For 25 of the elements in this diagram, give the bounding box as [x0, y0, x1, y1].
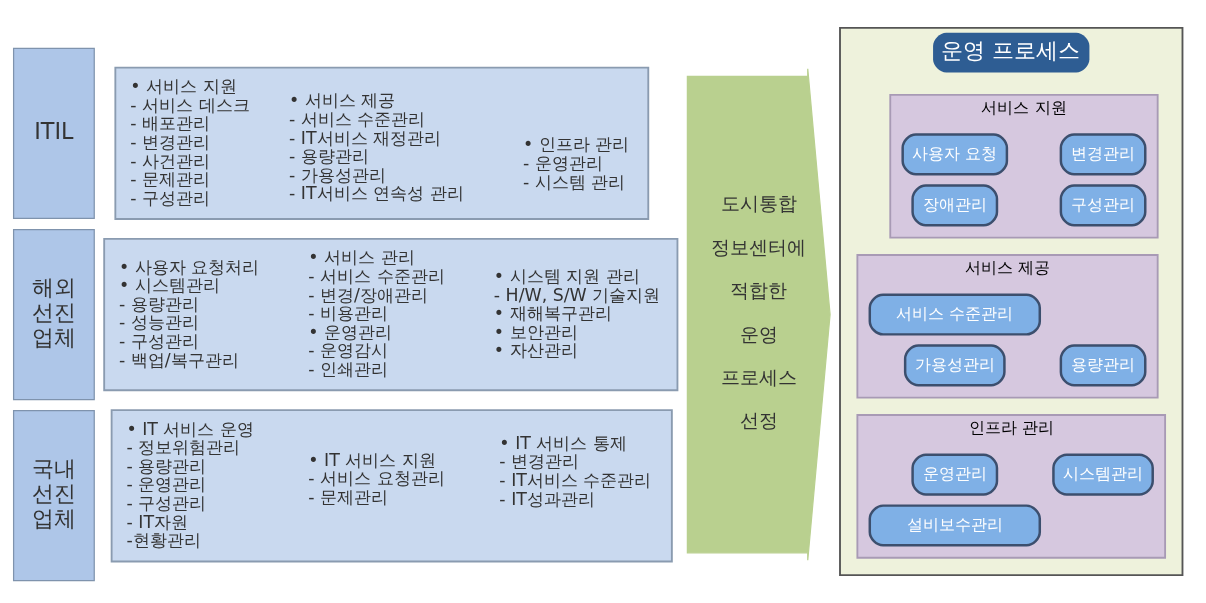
- node-text: • 서비스 지원 - 서비스 데스크 - 배포관리 - 변경관리 - 사건관리 - 문제관리 - 구성관리: [130, 76, 250, 208]
- node-box: 국내 선진 업체: [12, 410, 95, 582]
- node-text: • IT 서비스 운영 - 정보위험관리 - 용량관리 - 운영관리 - 구성관리 - IT자원 -현황관리: [126, 418, 255, 551]
- node-text: • 서비스 관리 - 서비스 수준관리 - 변경/장애관리 - 비용관리 • 운영관리 - 운영감시 - 인쇄관리: [308, 247, 445, 379]
- node-box: 변경관리: [1059, 133, 1147, 176]
- node-box: 시스템관리: [1052, 453, 1154, 496]
- cluster: [114, 66, 650, 220]
- node-box: 설비보수관리: [868, 504, 1041, 547]
- node-text: • 사용자 요청처리 • 시스템관리 - 용량관리 - 성능관리 - 구성관리 - 백업/복구관리: [119, 256, 260, 370]
- node-box: 사용자 요청: [901, 133, 1009, 176]
- node-text: • IT 서비스 지원 - 서비스 요청관리 - 문제관리: [308, 449, 445, 507]
- node-box: 구성관리: [1059, 184, 1147, 227]
- cluster: [103, 237, 679, 392]
- node-text: • 시스템 지원 관리 - H/W, S/W 기술지원 • 재해복구관리 • 보안관리 • 자산관리: [493, 265, 661, 361]
- node-text: • 서비스 제공 - 서비스 수준관리 - IT서비스 재정관리 - 용량관리 - 가용성관리 - IT서비스 연속성 관리: [289, 90, 464, 204]
- node-text: • 인프라 관리 - 운영관리 - 시스템 관리: [522, 134, 630, 192]
- node-box: 해외 선진 업체: [12, 228, 95, 401]
- cluster: [110, 409, 673, 563]
- node-box: ITIL: [12, 47, 95, 219]
- node-box: 서비스 수준관리: [868, 293, 1041, 336]
- node-box: 용량관리: [1059, 344, 1147, 387]
- node-box: 운영관리: [911, 453, 999, 496]
- node-box: 장애관리: [911, 184, 999, 227]
- node-box: 가용성관리: [903, 344, 1006, 387]
- node-text: • IT 서비스 통제 - 변경관리 - IT서비스 수준관리 - IT성과관리: [499, 432, 652, 509]
